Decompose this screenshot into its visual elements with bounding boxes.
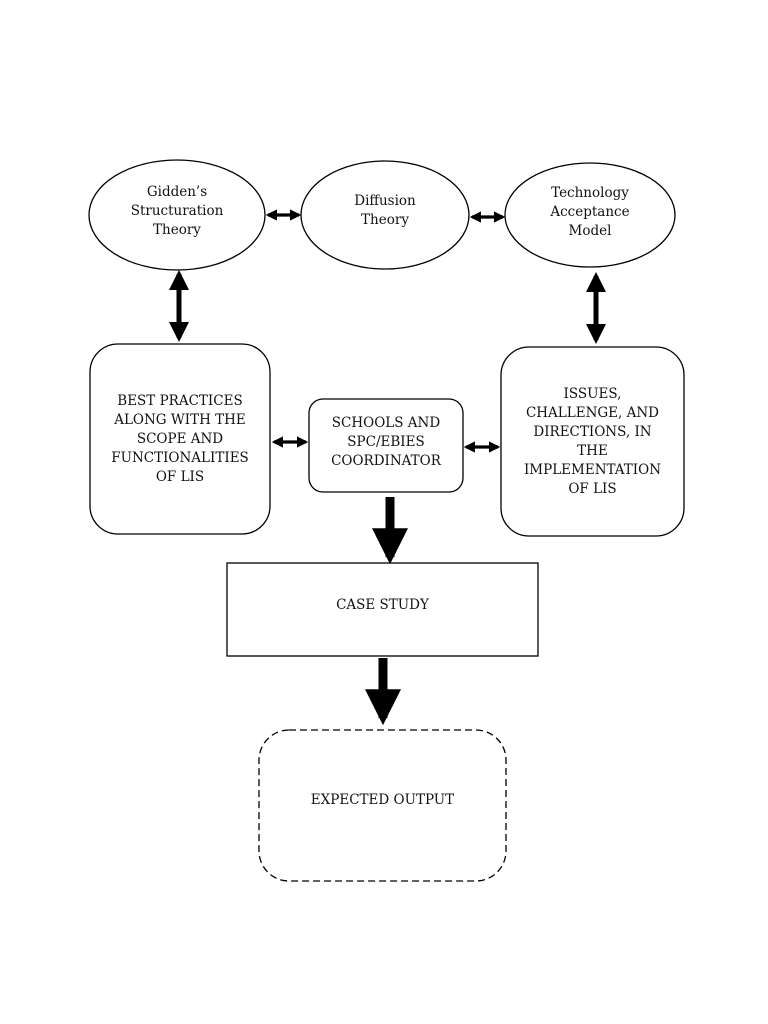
tam-label: Technology Acceptance Model [515, 176, 665, 248]
diffusion-label: Diffusion Theory [310, 186, 460, 236]
schools-text: SCHOOLS AND SPC/EBIES COORDINATOR [331, 414, 441, 469]
issues-box [500, 346, 685, 537]
case-study-label: CASE STUDY [227, 563, 538, 647]
expected-output-label: EXPECTED OUTPUT [259, 730, 506, 870]
giddens-text: Gidden’s Structuration Theory [130, 183, 224, 238]
best-practices-text: BEST PRACTICES ALONG WITH THE SCOPE AND … [111, 392, 249, 485]
issues-label: ISSUES, CHALLENGE, AND DIRECTIONS, IN TH… [505, 351, 680, 532]
expected-output-box [258, 729, 507, 882]
case-study-text: CASE STUDY [336, 596, 429, 613]
best-practices-box [89, 343, 271, 535]
schools-label: SCHOOLS AND SPC/EBIES COORDINATOR [312, 402, 460, 482]
schools-box [308, 398, 464, 493]
issues-text: ISSUES, CHALLENGE, AND DIRECTIONS, IN TH… [523, 385, 662, 497]
expected-output-text: EXPECTED OUTPUT [310, 791, 455, 808]
best-practices-label: BEST PRACTICES ALONG WITH THE SCOPE AND … [94, 348, 266, 530]
giddens-label: Gidden’s Structuration Theory [104, 174, 250, 248]
tam-text: Technology Acceptance Model [550, 184, 630, 239]
diffusion-text: Diffusion Theory [354, 193, 416, 228]
